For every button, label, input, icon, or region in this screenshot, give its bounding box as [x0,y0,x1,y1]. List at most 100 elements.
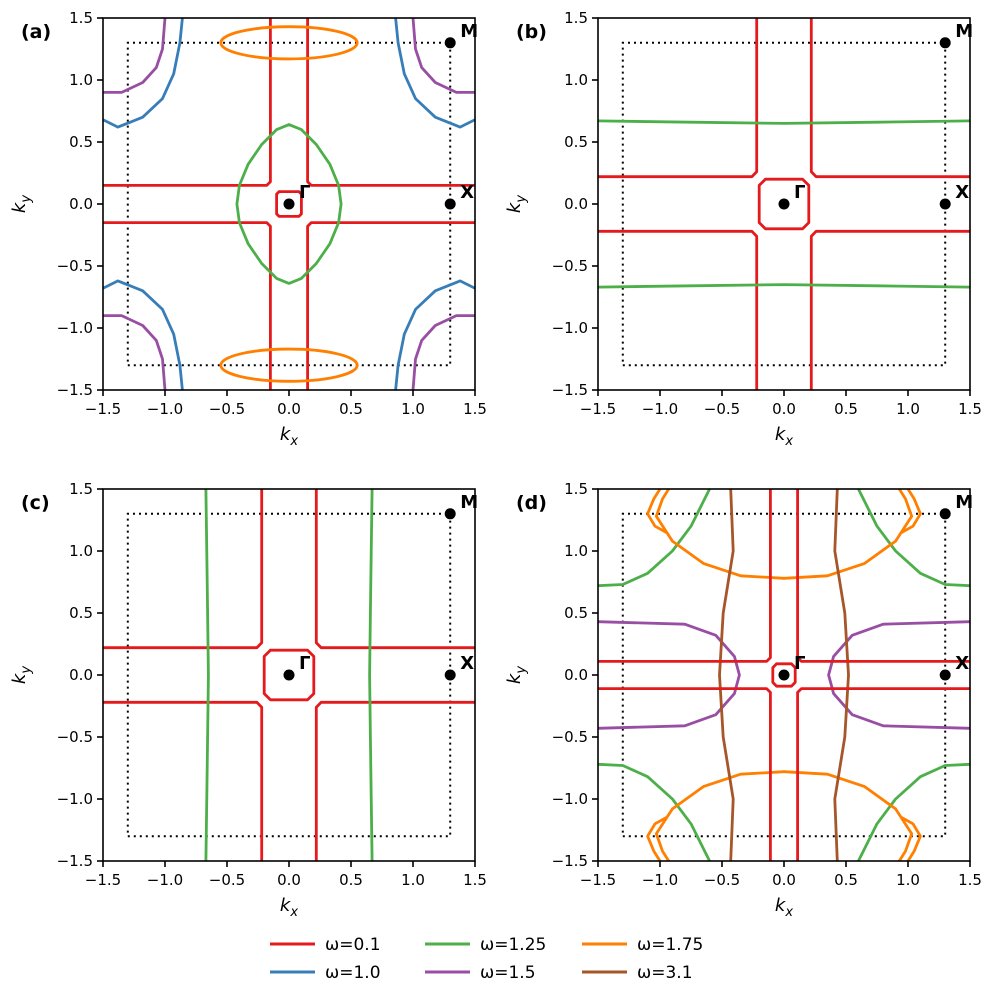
contour-path [598,489,711,588]
y-tick-label: −1.0 [552,790,588,808]
symmetry-point-marker [778,198,790,210]
plot-area [598,489,970,861]
contour-path [394,18,475,129]
symmetry-point-marker [778,669,790,681]
symmetry-point-marker [939,669,951,681]
x-tick-label: 1.5 [463,871,487,889]
symmetry-point-marker [283,669,295,681]
x-axis-label-subscript: x [289,905,298,920]
contour-path [394,279,475,390]
contour-path [598,283,970,289]
contour-path [654,489,786,580]
contour-path [782,489,914,580]
contour-path [771,662,797,688]
x-tick-label: −1.0 [147,871,183,889]
y-tick-label: 1.0 [564,542,588,560]
contour-path [314,489,475,650]
series-ω=1.0 [103,18,475,390]
x-tick-label: −1.5 [580,400,616,418]
contour-path [900,489,922,534]
y-axis-label-base: k [504,201,525,213]
contour-path [833,489,850,861]
x-axis-label: kx [280,424,298,449]
series-ω=1.75 [646,489,922,861]
contour-path [103,18,184,129]
y-tick-label: −1.0 [57,319,93,337]
series-ω=1.25 [204,489,374,861]
legend-label: ω=3.1 [637,963,693,983]
y-axis-label-base: k [504,672,525,684]
y-tick-label: 1.5 [564,9,588,27]
panel-label: (a) [21,21,51,43]
contour-path [306,18,475,187]
symmetry-point-label: X [460,182,474,203]
y-tick-label: −1.5 [57,852,93,870]
y-axis-label: ky [9,666,34,684]
contour-path [235,123,343,285]
contour-path [796,489,970,663]
symmetry-point-label: Γ [794,182,805,203]
y-tick-label: 1.5 [69,9,93,27]
symmetry-point-marker [444,37,456,49]
y-axis-label: ky [504,666,529,684]
y-tick-label: 1.5 [69,480,93,498]
contour-path [103,18,167,94]
y-tick-label: −0.5 [57,257,93,275]
series-ω=3.1 [718,489,850,861]
y-tick-label: −1.0 [552,319,588,337]
contour-path [103,489,264,650]
x-axis-label-base: k [775,895,787,916]
x-tick-label: 0.0 [277,400,301,418]
y-tick-label: 0.5 [564,604,588,622]
contour-path [598,687,772,861]
contour-ellipse [219,25,359,61]
x-tick-label: 1.0 [896,871,920,889]
x-axis-label-base: k [280,424,292,445]
legend-label: ω=1.5 [480,963,536,983]
symmetry-point-marker [283,198,295,210]
contour-path [654,770,786,861]
x-tick-label: 0.0 [772,871,796,889]
y-tick-label: −0.5 [57,728,93,746]
y-tick-label: −0.5 [552,257,588,275]
series-ω=0.1 [103,18,475,390]
contour-path [598,229,759,390]
x-tick-label: −1.0 [642,871,678,889]
x-tick-label: 0.5 [834,400,858,418]
x-tick-label: −1.0 [642,400,678,418]
plot-area [103,489,475,861]
y-tick-label: 0.0 [564,666,588,684]
series-ω=1.25 [235,123,343,285]
contour-path [598,18,759,179]
y-axis-label-subscript: y [19,666,34,675]
panel-label: (c) [21,492,50,514]
x-tick-label: 0.0 [772,400,796,418]
symmetry-point-label: M [955,21,973,42]
contour-path [857,762,970,861]
y-tick-label: 0.0 [69,195,93,213]
contour-path [314,700,475,861]
symmetry-point-label: X [955,653,969,674]
y-tick-label: 0.0 [564,195,588,213]
series-ω=1.25 [598,489,970,861]
y-tick-label: −1.5 [552,381,588,399]
series-ω=1.5 [103,18,475,390]
x-axis-label: kx [775,895,793,920]
contour-path [368,489,374,861]
x-tick-label: −0.5 [704,871,740,889]
contour-path [718,489,735,861]
symmetry-point-marker [444,669,456,681]
y-tick-label: −1.5 [552,852,588,870]
x-tick-label: −0.5 [704,400,740,418]
x-tick-label: 1.0 [401,400,425,418]
contour-path [262,648,316,702]
y-tick-label: −1.0 [57,790,93,808]
y-tick-label: 1.0 [69,71,93,89]
contour-path [646,816,668,861]
symmetry-point-marker [444,198,456,210]
series-ω=1.5 [598,620,970,730]
series-ω=0.1 [103,489,475,861]
legend-label: ω=1.0 [325,963,381,983]
